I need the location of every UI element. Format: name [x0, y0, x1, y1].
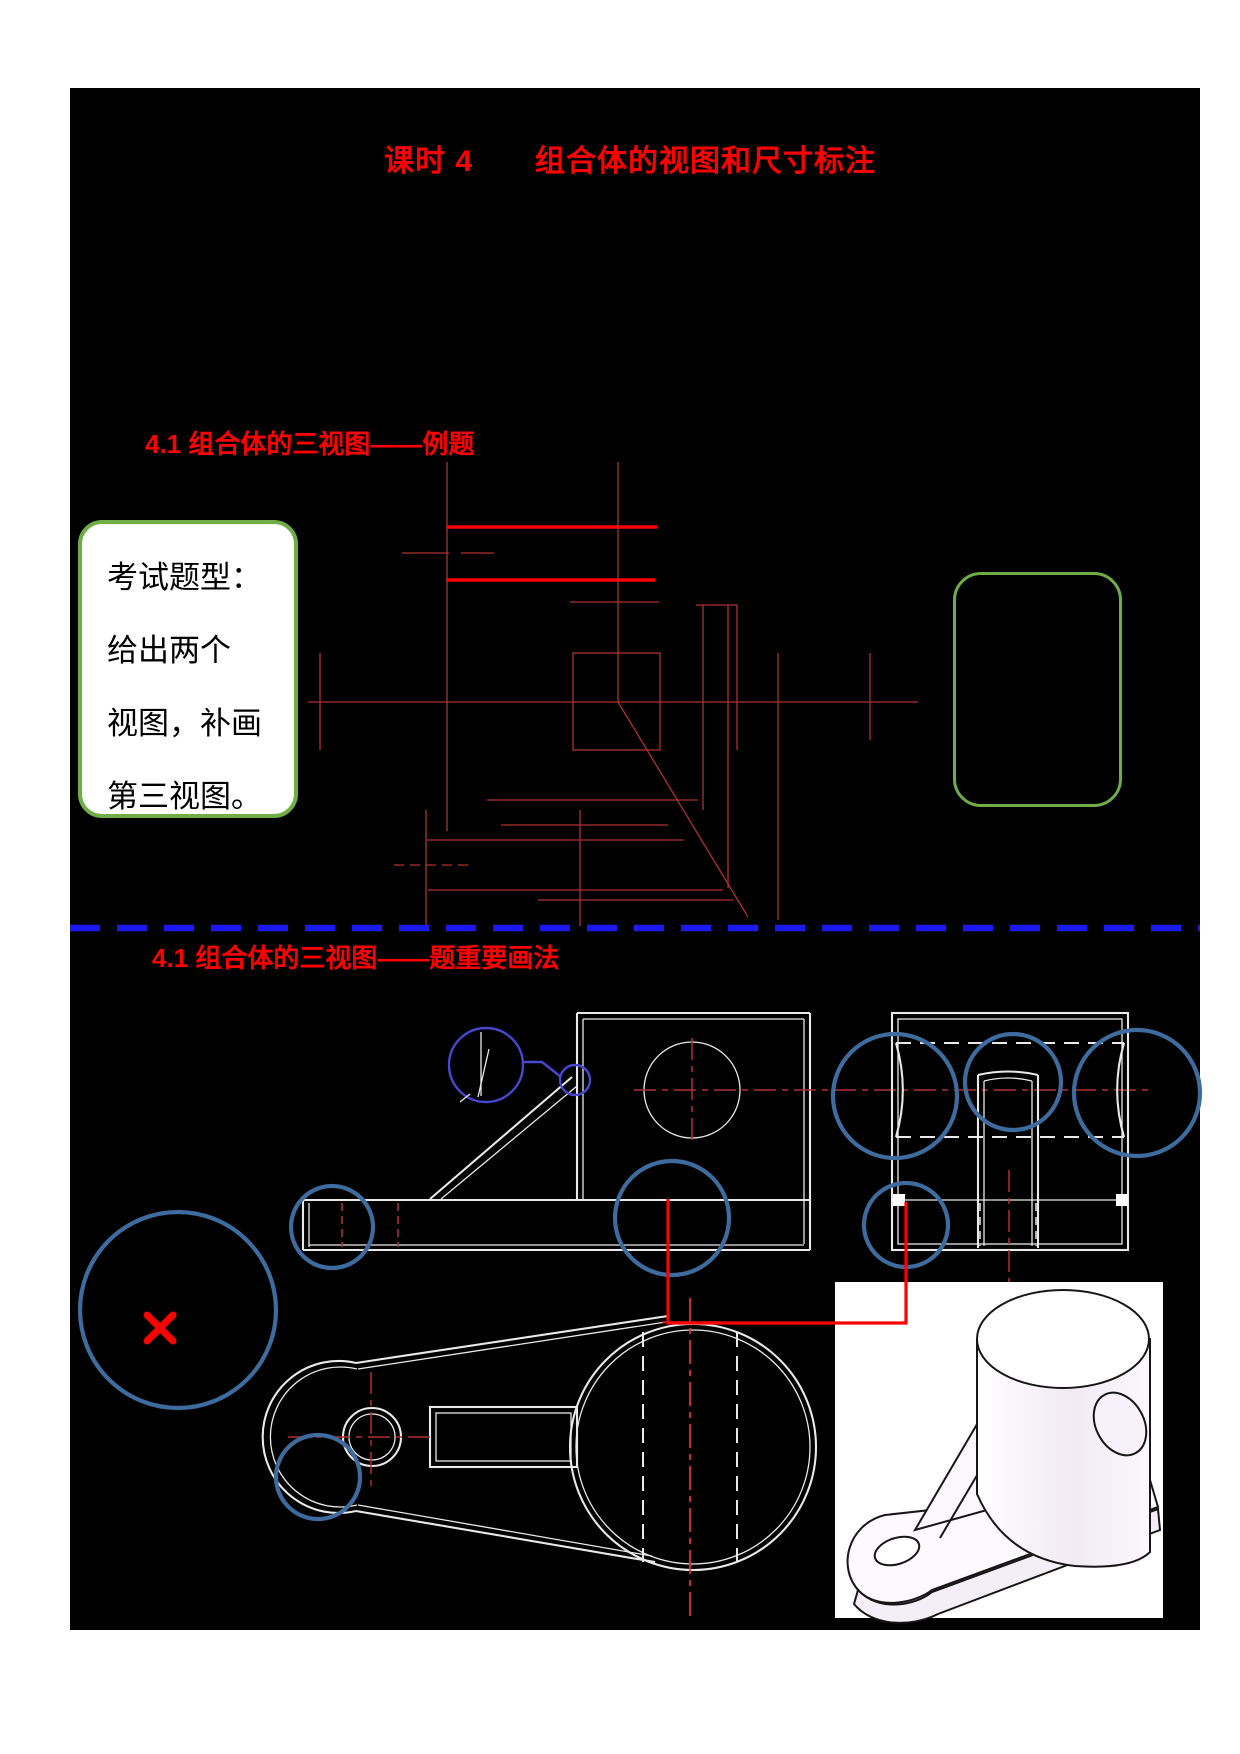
- tangent-edge: [355, 1314, 669, 1365]
- detail-leader-line: [523, 1060, 562, 1078]
- break-curve: [1116, 1042, 1126, 1138]
- highlight-circle: [288, 1183, 376, 1271]
- callout-line: 考试题型：: [107, 560, 262, 596]
- callout-line: 视图，补画: [107, 706, 262, 742]
- render-panel: [835, 1282, 1163, 1624]
- slot-outline: [435, 1412, 572, 1462]
- model-base-hole: [873, 1535, 921, 1567]
- detail-magnifier-circle: [447, 1026, 525, 1104]
- error-mark: [77, 1209, 279, 1411]
- exam-note-callout: 考试题型： 给出两个 视图，补画 第三视图。: [78, 520, 298, 818]
- model-side-hole: [1092, 1391, 1148, 1457]
- slot-outline: [428, 1405, 579, 1469]
- tangent-edge: [357, 1504, 653, 1557]
- section1-heading: 4.1 组合体的三视图——例题: [145, 429, 475, 459]
- rounded-end-arc: [269, 1366, 358, 1508]
- callout-line: 给出两个: [107, 633, 231, 669]
- highlight-circle: [1071, 1027, 1203, 1159]
- tangent-edge: [355, 1509, 656, 1564]
- boss-circle: [575, 1329, 811, 1565]
- rib-edge: [429, 1076, 573, 1200]
- rib-edge: [440, 1085, 578, 1200]
- highlight-circle: [612, 1158, 732, 1278]
- answer-placeholder-box: [953, 572, 1122, 807]
- callout-line: 第三视图。: [107, 779, 262, 815]
- rounded-end-arc: [261, 1360, 357, 1514]
- tangent-edge: [357, 1321, 667, 1370]
- detail-target-circle: [558, 1063, 592, 1097]
- corner-marker: [1116, 1194, 1128, 1206]
- section2-heading: 4.1 组合体的三视图——题重要画法: [152, 943, 560, 973]
- miter-diagonal-line: [617, 701, 749, 918]
- post-outline: [977, 1070, 1039, 1077]
- corner-marker: [893, 1194, 905, 1206]
- side-view-drawing: [830, 1011, 1203, 1282]
- outline: [890, 1011, 1130, 1252]
- example-red-drawing: [308, 462, 918, 926]
- break-curve: [894, 1042, 904, 1138]
- page-title: 课时 4 组合体的视图和尺寸标注: [384, 145, 877, 178]
- model-cylinder-top: [976, 1289, 1150, 1389]
- top-view-drawing: [261, 1298, 818, 1622]
- highlight-circle: [830, 1031, 960, 1161]
- red-connector-line: [666, 1199, 908, 1325]
- post-outline: [983, 1077, 1033, 1082]
- highlight-circle: [962, 1031, 1064, 1133]
- highlight-circle: [273, 1432, 363, 1522]
- error-highlight-circle: [77, 1209, 279, 1411]
- front-view-drawing: [288, 1011, 1152, 1278]
- boss-circle: [568, 1322, 818, 1572]
- detail-line: [477, 1048, 490, 1098]
- error-cross-icon: [143, 1311, 177, 1345]
- detail-line: [459, 1093, 471, 1103]
